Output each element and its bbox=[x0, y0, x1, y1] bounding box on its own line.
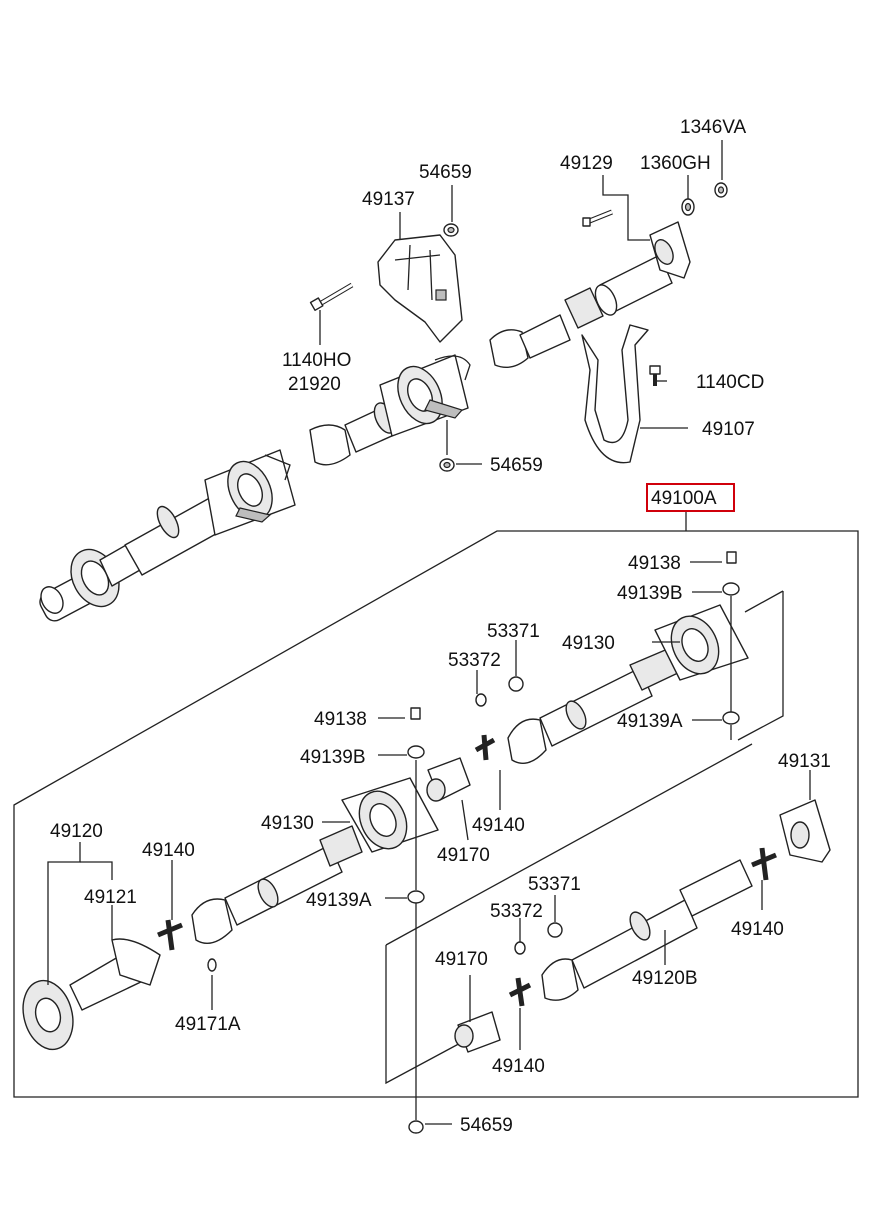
label-53372-lower: 53372 bbox=[490, 901, 543, 922]
label-54659-mid: 54659 bbox=[490, 455, 543, 476]
nut-1346VA bbox=[714, 182, 728, 198]
label-49138-right: 49138 bbox=[628, 553, 681, 574]
label-49129: 49129 bbox=[560, 153, 613, 174]
label-21920: 21920 bbox=[288, 374, 341, 395]
upper-leaders bbox=[319, 140, 723, 465]
label-49139A-left: 49139A bbox=[306, 890, 372, 911]
label-54659-top: 54659 bbox=[419, 162, 472, 183]
front-shaft-end bbox=[39, 543, 141, 622]
upper-assembly bbox=[39, 140, 728, 622]
callout-labels: 1346VA 1360GH 49129 54659 49137 1140HO 2… bbox=[50, 117, 831, 1136]
label-53371-upper: 53371 bbox=[487, 621, 540, 642]
label-49171A: 49171A bbox=[175, 1014, 241, 1035]
rear-flange bbox=[649, 221, 691, 279]
universal-joint-2 bbox=[157, 919, 183, 951]
kit-outline bbox=[13, 483, 859, 1098]
label-1140HO: 1140HO bbox=[282, 350, 351, 371]
upper-rear-shaft bbox=[489, 254, 673, 368]
label-49139B-left: 49139B bbox=[300, 747, 366, 768]
label-49139B-right: 49139B bbox=[617, 583, 683, 604]
washer-1360GH bbox=[681, 198, 695, 216]
label-49137: 49137 bbox=[362, 189, 415, 210]
bracket-49137 bbox=[377, 234, 463, 343]
kit-leaders bbox=[47, 561, 811, 1125]
label-1140CD: 1140CD bbox=[696, 372, 764, 393]
upper-center-bearing-2 bbox=[379, 354, 471, 437]
bolt-49129 bbox=[582, 209, 613, 227]
safety-strap-49107 bbox=[581, 324, 649, 464]
label-49120B: 49120B bbox=[632, 968, 698, 989]
label-49107: 49107 bbox=[702, 419, 755, 440]
nut-54659-top bbox=[443, 223, 459, 237]
kit-rear-flange-49131 bbox=[779, 799, 831, 863]
kit-front-shaft bbox=[191, 825, 363, 944]
upper-center-bearing-1 bbox=[204, 449, 296, 536]
universal-joint-1 bbox=[474, 734, 496, 761]
kit-hardware bbox=[207, 551, 740, 1134]
label-49100A: 49100A bbox=[651, 488, 717, 509]
universal-joint-4 bbox=[751, 847, 777, 881]
label-49140-lower: 49140 bbox=[492, 1056, 545, 1077]
label-49140-upper: 49140 bbox=[472, 815, 525, 836]
nut-54659-mid bbox=[439, 458, 455, 472]
kit-center-bearing-left bbox=[341, 777, 439, 853]
kit-center-bearing-right bbox=[654, 604, 749, 681]
label-1360GH: 1360GH bbox=[640, 153, 711, 174]
label-49131: 49131 bbox=[778, 751, 831, 772]
label-53372-upper: 53372 bbox=[448, 650, 501, 671]
kit-front-flange bbox=[22, 938, 161, 1051]
highlight-box bbox=[646, 483, 735, 512]
kit-lower-shaft bbox=[541, 859, 753, 1001]
label-1346VA: 1346VA bbox=[680, 117, 747, 138]
kit-yoke-49170-lower bbox=[454, 1011, 501, 1053]
label-54659-bottom: 54659 bbox=[460, 1115, 513, 1136]
label-53371-lower: 53371 bbox=[528, 874, 581, 895]
bolt-1140CD bbox=[649, 365, 661, 386]
label-49170-upper: 49170 bbox=[437, 845, 490, 866]
label-49120: 49120 bbox=[50, 821, 103, 842]
kit-yoke-49170-upper bbox=[426, 757, 471, 802]
label-49121: 49121 bbox=[84, 887, 137, 908]
universal-joint-3 bbox=[508, 977, 532, 1007]
label-49140-left: 49140 bbox=[142, 840, 195, 861]
label-49170-lower: 49170 bbox=[435, 949, 488, 970]
label-49130-left: 49130 bbox=[261, 813, 314, 834]
label-49140-right: 49140 bbox=[731, 919, 784, 940]
bolt-1140HO bbox=[309, 282, 354, 312]
label-49139A-right: 49139A bbox=[617, 711, 683, 732]
kit-rear-shaft bbox=[507, 647, 681, 764]
label-49138-left: 49138 bbox=[314, 709, 367, 730]
label-49130-right: 49130 bbox=[562, 633, 615, 654]
